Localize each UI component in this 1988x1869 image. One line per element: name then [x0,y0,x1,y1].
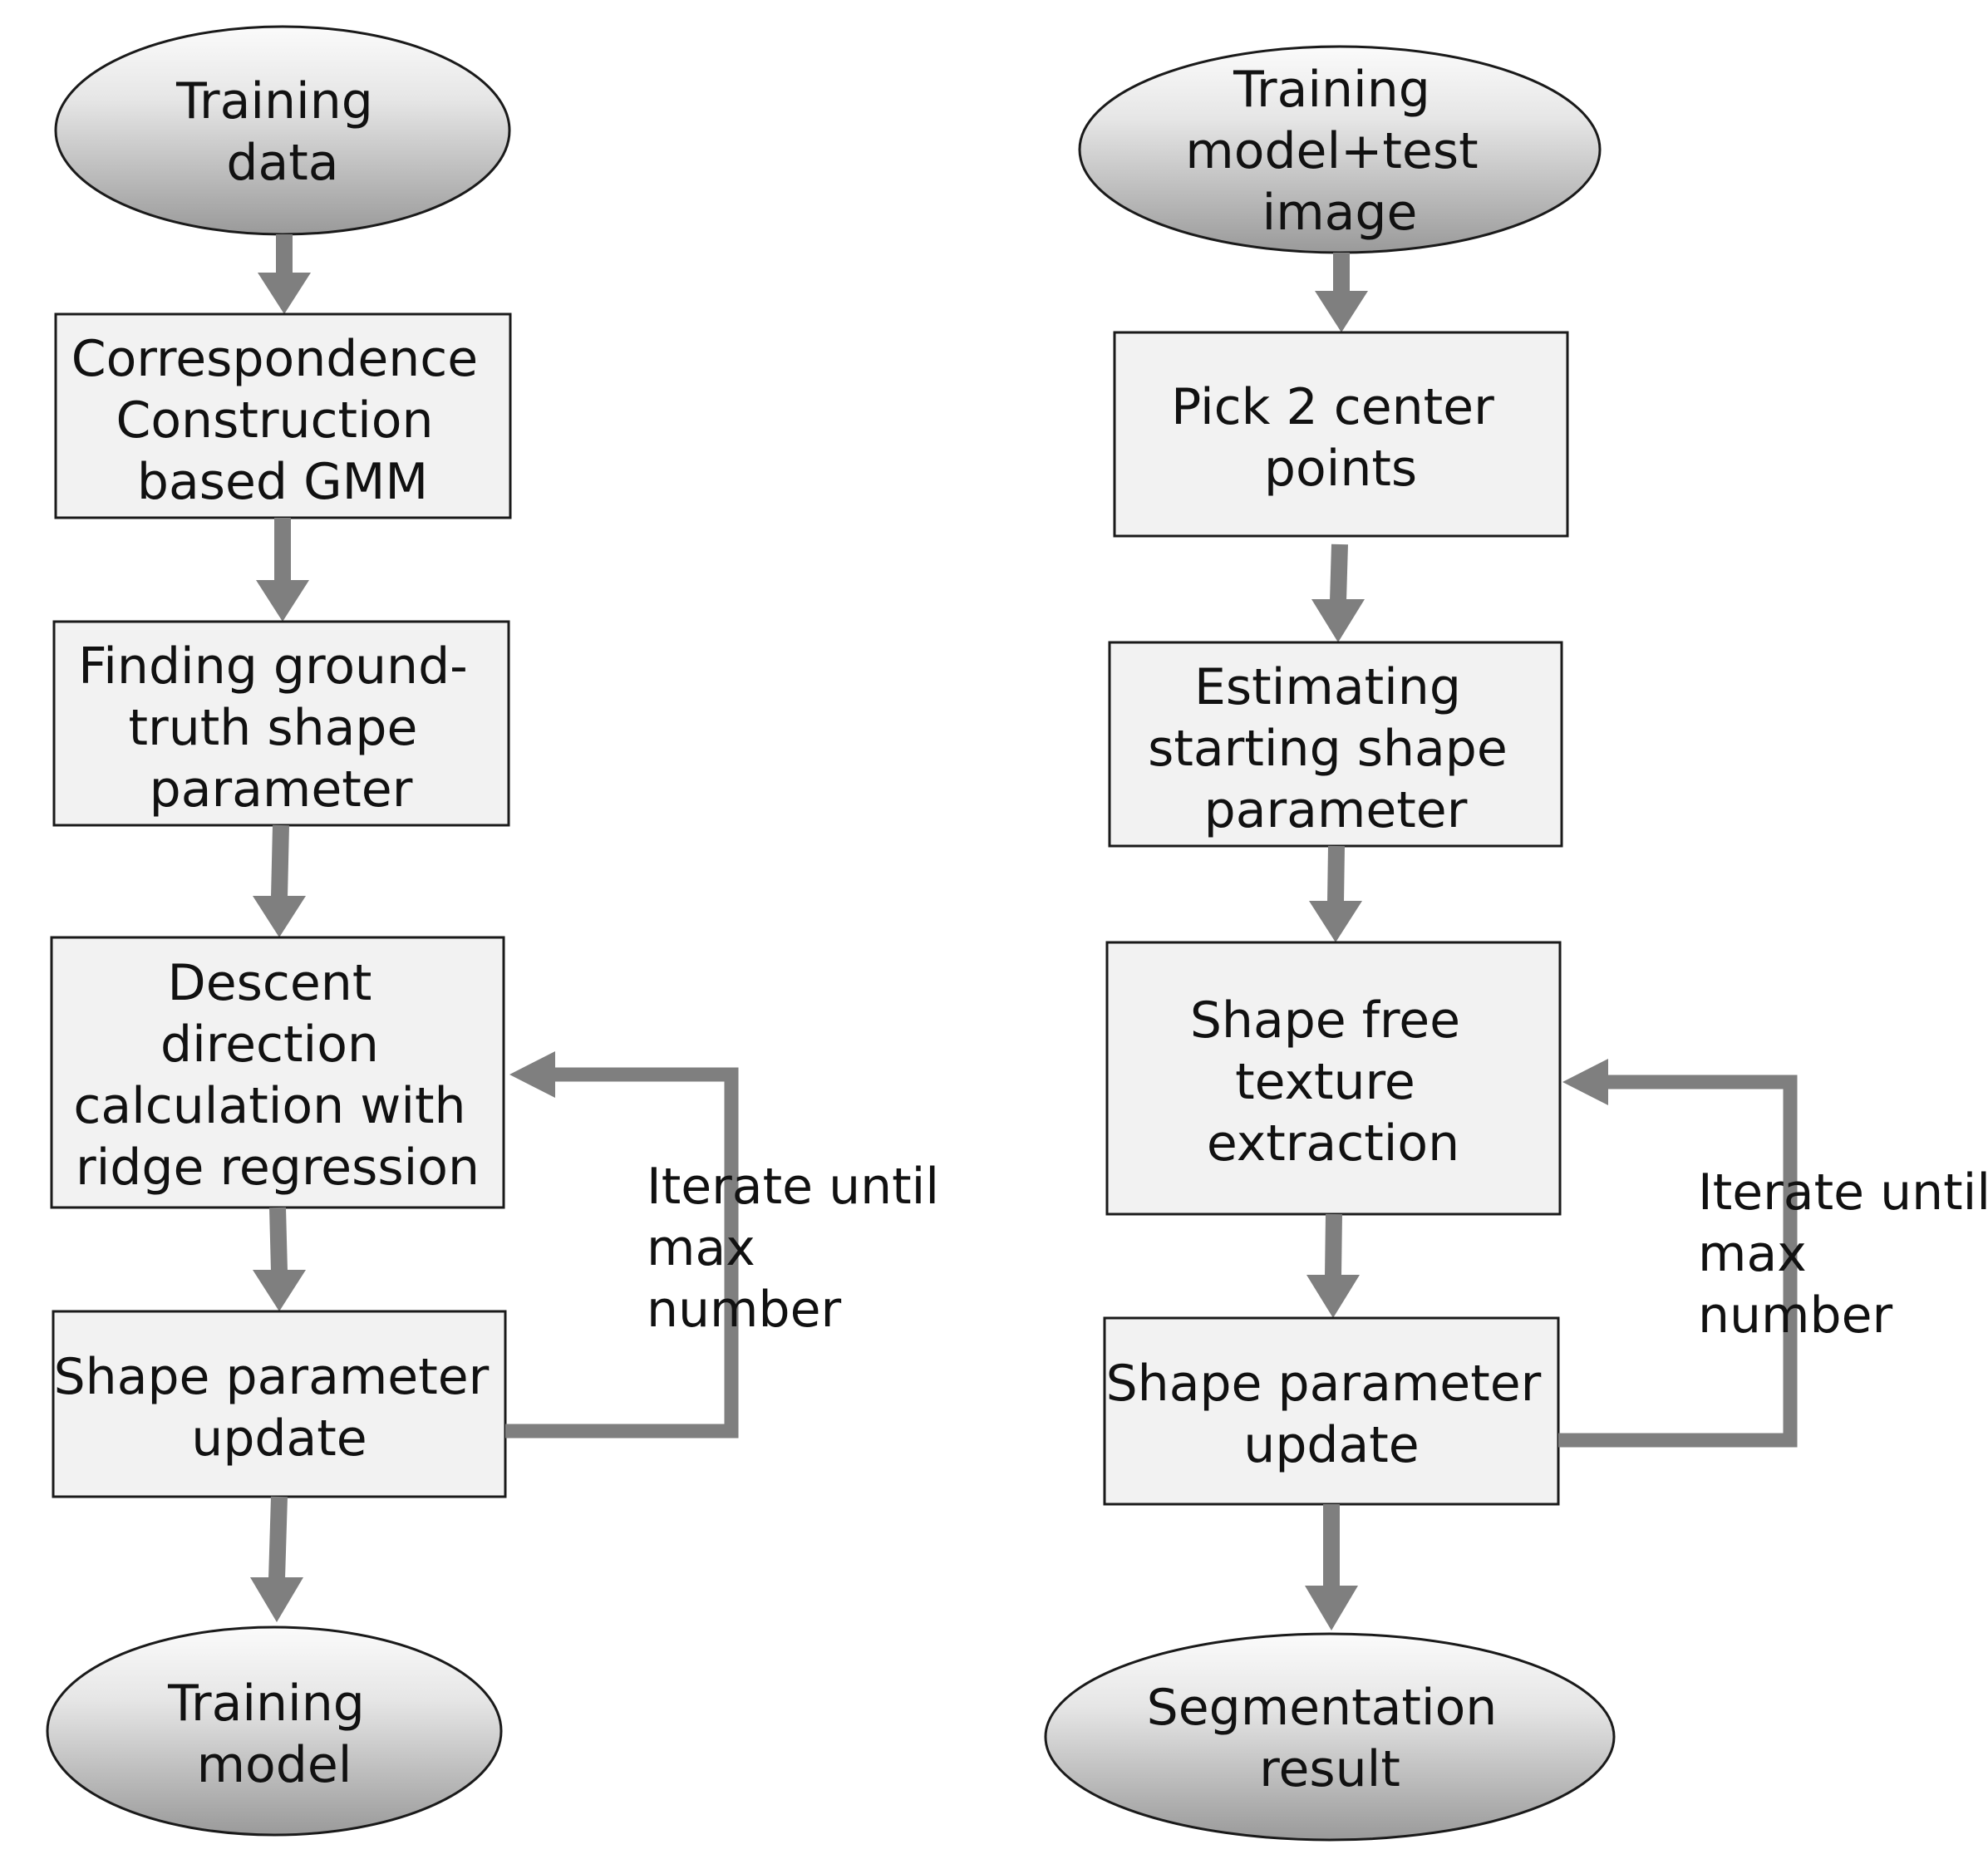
right-flow: Training model+test image Pick 2 center … [1044,45,1988,1842]
left-step4-line: update [191,1409,367,1468]
right-arrow-4 [1306,1213,1360,1318]
svg-text:Descent direction: Descent direction calculation with ridge… [73,954,481,1197]
left-start-line: data [226,134,338,192]
left-arrow-4 [253,1207,306,1311]
right-step3-line: Shape free [1190,991,1460,1050]
right-loop-label: Iterate until max number [1698,1163,1988,1345]
left-end-line: Training [167,1675,365,1733]
right-end-line: Segmentation [1147,1679,1498,1737]
left-start-node: Training data [54,25,511,236]
right-start-line: model+test [1185,122,1478,180]
left-loop-label-line: max [647,1219,755,1277]
right-loop-label-line: number [1698,1286,1893,1345]
right-arrow-1 [1315,253,1368,332]
left-step2-line: truth shape [129,699,418,757]
right-arrow-3 [1309,845,1362,942]
right-step3-line: extraction [1207,1114,1459,1173]
right-step1-line: Pick 2 center [1171,378,1494,436]
right-step4-line: Shape parameter [1106,1355,1542,1413]
right-step2-line: Estimating [1194,658,1461,716]
right-step-shape-free-texture: Shape free texture extraction [1105,941,1562,1216]
left-loop-label-line: number [647,1281,842,1339]
left-step1-line: based GMM [137,453,428,511]
right-start-line: image [1262,184,1418,242]
left-step3-line: Descent [168,954,372,1012]
right-step-shape-update: Shape parameter update [1103,1316,1560,1506]
left-step3-line: calculation with [73,1077,465,1135]
left-flow: Training data Correspondence Constructio… [46,25,955,1837]
right-step2-line: starting shape [1148,720,1508,778]
svg-text:Training model+test: Training model+test image [1185,61,1493,242]
right-step-pick-center: Pick 2 center points [1113,331,1569,538]
svg-text:Training model: Training model [167,1675,381,1794]
right-step1-line: points [1264,440,1417,498]
left-step-ground-truth: Finding ground- truth shape parameter [52,620,510,827]
left-step2-line: Finding ground- [78,637,468,696]
right-step2-line: parameter [1204,781,1468,839]
right-step3-line: texture [1235,1053,1415,1111]
left-arrow-1 [258,234,311,314]
left-step3-line: direction [160,1016,379,1074]
svg-text:Correspondence Constru: Correspondence Construction based GMM [71,330,495,511]
right-start-node: Training model+test image [1078,45,1602,254]
right-arrow-2 [1311,543,1365,642]
svg-text:Shape parameter update: Shape parameter update [54,1348,505,1468]
left-step1-line: Construction [116,391,433,450]
right-start-line: Training [1233,61,1430,119]
left-loop-arrow [505,1051,739,1439]
right-step-estimating: Estimating starting shape parameter [1108,641,1563,848]
svg-text:Shape parameter update: Shape parameter update [1106,1355,1557,1474]
left-end-node: Training model [46,1626,503,1837]
left-step-correspondence: Correspondence Construction based GMM [54,312,512,519]
left-step1-line: Correspondence [71,330,479,388]
left-arrow-2 [256,518,309,622]
right-loop-arrow [1558,1059,1798,1448]
svg-text:Pick 2 center points: Pick 2 center points [1171,378,1510,498]
right-step4-line: update [1243,1416,1419,1474]
left-loop-label: Iterate until max number [647,1158,955,1339]
left-loop-label-line: Iterate until [647,1158,939,1216]
svg-text:Segmentation result: Segmentation result [1147,1679,1513,1798]
right-loop-label-line: Iterate until [1698,1163,1988,1222]
svg-text:Finding ground- truth: Finding ground- truth shape parameter [78,637,484,819]
left-step4-line: Shape parameter [54,1348,490,1406]
svg-text:Training data: Training data [175,72,389,192]
left-step-shape-update: Shape parameter update [52,1310,507,1498]
left-step-descent-direction: Descent direction calculation with ridge… [50,936,505,1209]
left-step3-line: ridge regression [76,1139,480,1197]
svg-text:Shape free texture: Shape free texture extraction [1190,991,1476,1173]
left-end-line: model [197,1736,352,1794]
right-end-line: result [1259,1740,1400,1798]
right-arrow-5 [1305,1504,1358,1630]
svg-text:Estimating starting sh: Estimating starting shape parameter [1148,658,1523,839]
left-arrow-3 [253,824,306,937]
left-start-line: Training [175,72,373,130]
right-end-node: Segmentation result [1044,1632,1616,1842]
left-arrow-5 [250,1496,303,1622]
left-step2-line: parameter [150,760,413,819]
right-loop-label-line: max [1698,1225,1807,1283]
